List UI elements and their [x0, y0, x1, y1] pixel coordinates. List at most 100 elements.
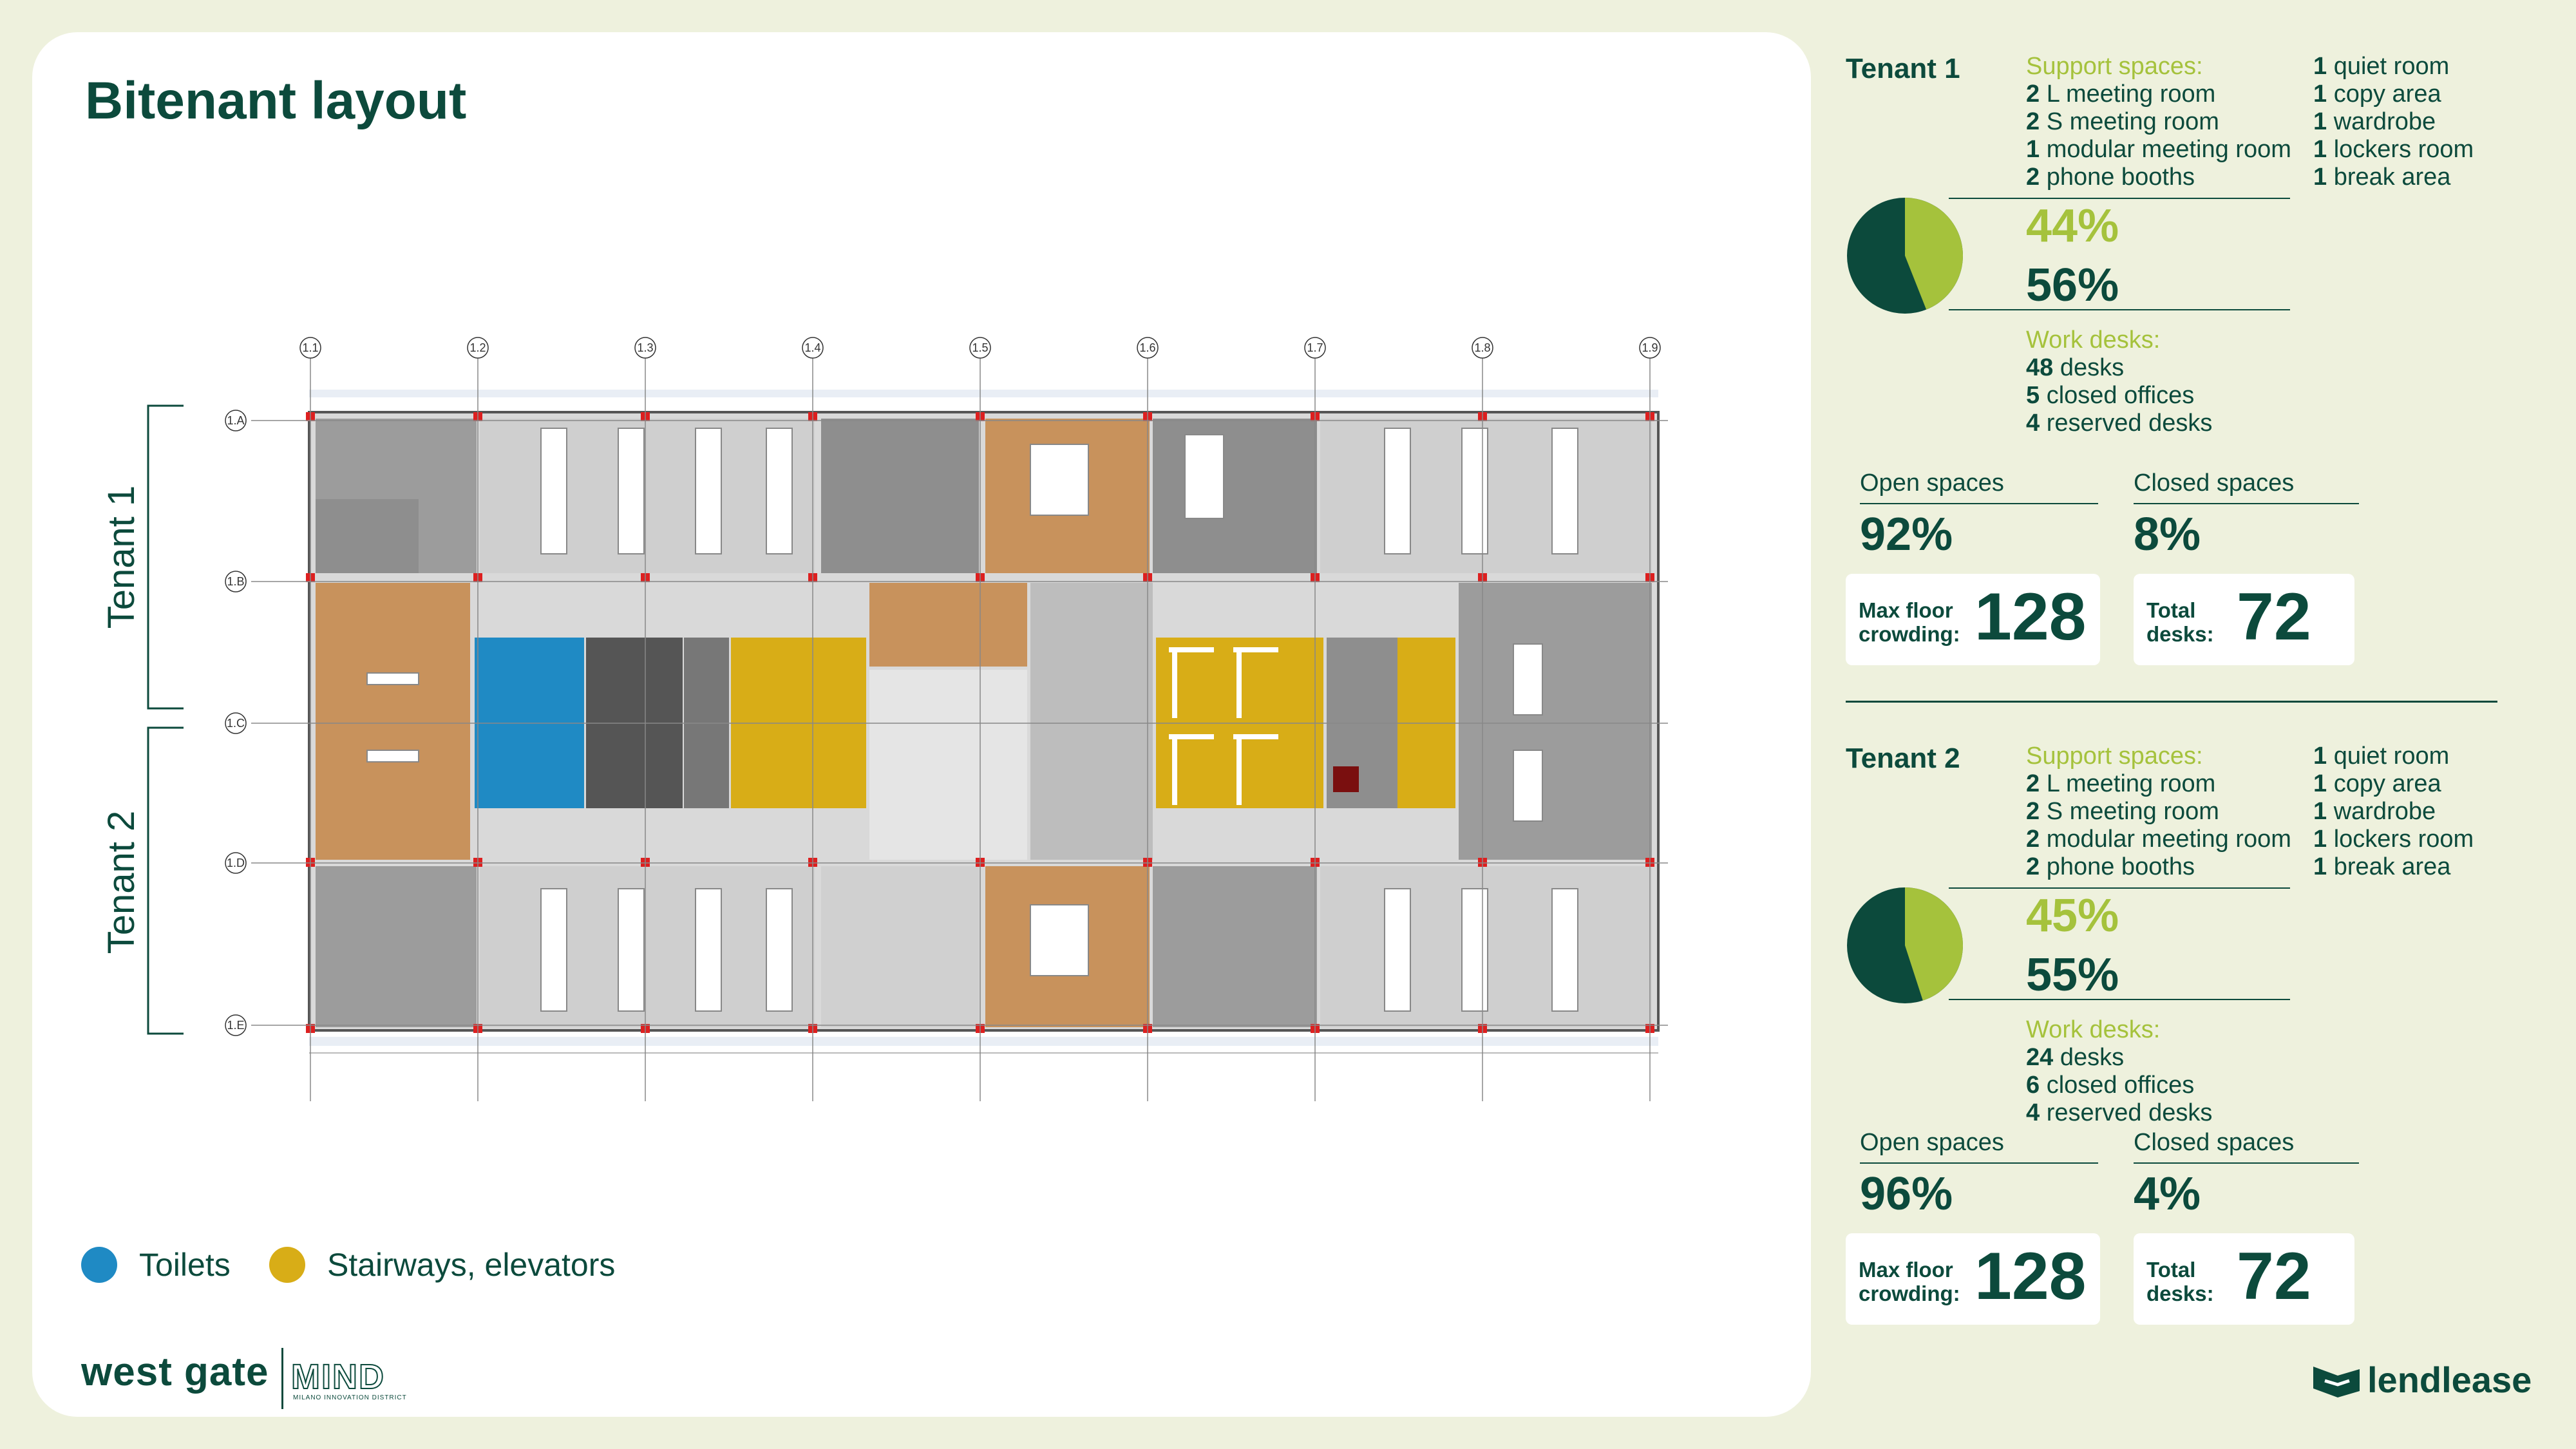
- total-desks-label-line: desks:: [2146, 1282, 2214, 1305]
- open-spaces-label: Open spaces: [1860, 469, 2004, 497]
- other-item-label: break area: [2333, 164, 2451, 191]
- work-item-label: closed offices: [2046, 382, 2195, 409]
- divider-line: [1860, 503, 2098, 504]
- work-item-label: desks: [2060, 354, 2125, 381]
- other-item-label: wardrobe: [2333, 798, 2436, 825]
- pie-slice-support: [1905, 887, 1963, 1001]
- divider-line: [1949, 309, 2290, 310]
- mind-logo-subtitle: MILANO INNOVATION DISTRICT: [293, 1394, 407, 1401]
- work-item-label: reserved desks: [2046, 1099, 2213, 1126]
- work-item: 4 reserved desks: [2026, 1099, 2212, 1127]
- grid-col-label: 1.8: [1474, 341, 1490, 354]
- grid-row-label: 1.C: [227, 717, 245, 730]
- support-item: 2 phone booths: [2026, 853, 2291, 881]
- other-item-count: 1: [2313, 770, 2327, 797]
- other-item-label: lockers room: [2333, 826, 2474, 853]
- support-item-count: 2: [2026, 798, 2040, 825]
- total-desks-label-line: desks:: [2146, 622, 2214, 646]
- other-item: 1 copy area: [2313, 770, 2474, 798]
- grid-col-label: 1.7: [1307, 341, 1323, 354]
- other-item-label: copy area: [2333, 770, 2441, 797]
- grid-col-label: 1.1: [302, 341, 318, 354]
- tenant-name: Tenant 2: [1846, 743, 1960, 774]
- tenant2-plan-label: Tenant 2: [100, 811, 142, 954]
- legend-stairs-label: Stairways, elevators: [327, 1247, 616, 1283]
- work-item: 4 reserved desks: [2026, 410, 2212, 437]
- open-spaces-label: Open spaces: [1860, 1129, 2004, 1156]
- other-item: 1 lockers room: [2313, 136, 2474, 164]
- work-item-count: 4: [2026, 410, 2040, 437]
- closed-spaces-label: Closed spaces: [2134, 469, 2295, 497]
- support-item: 2 L meeting room: [2026, 80, 2291, 108]
- support-spaces-label: Support spaces:: [2026, 743, 2203, 770]
- divider-line: [2134, 503, 2359, 504]
- divider-line: [1949, 887, 2290, 889]
- other-item-label: lockers room: [2333, 136, 2474, 163]
- support-item: 2 phone booths: [2026, 164, 2291, 191]
- other-item-count: 1: [2313, 108, 2327, 135]
- grid-col-label: 1.3: [637, 341, 653, 354]
- divider-line: [1949, 198, 2290, 199]
- tenant-separator: [1846, 701, 2497, 703]
- support-item-count: 2: [2026, 770, 2040, 797]
- work-item-label: reserved desks: [2046, 410, 2213, 437]
- other-item-count: 1: [2313, 80, 2327, 108]
- lendlease-wordmark: lendlease: [2367, 1359, 2532, 1400]
- floor-plan: Tenant 1 Tenant 2: [100, 337, 1668, 1101]
- open-spaces-value: 92%: [1860, 509, 1953, 560]
- max-crowding-label-line: crowding:: [1859, 622, 1960, 646]
- other-item: 1 wardrobe: [2313, 798, 2474, 826]
- work-desks-label: Work desks:: [2026, 1016, 2161, 1043]
- work-item: 24 desks: [2026, 1044, 2212, 1072]
- other-item: 1 break area: [2313, 853, 2474, 881]
- page-title: Bitenant layout: [85, 71, 467, 130]
- tenant-name: Tenant 1: [1846, 53, 1960, 84]
- support-item: 2 modular meeting room: [2026, 826, 2291, 853]
- other-item: 1 wardrobe: [2313, 108, 2474, 136]
- support-item-count: 2: [2026, 108, 2040, 135]
- work-item-count: 6: [2026, 1072, 2040, 1099]
- other-item-count: 1: [2313, 853, 2327, 880]
- support-item-label: L meeting room: [2046, 770, 2216, 797]
- support-item-label: modular meeting room: [2046, 136, 2291, 163]
- support-spaces-label: Support spaces:: [2026, 53, 2203, 80]
- work-item-count: 4: [2026, 1099, 2040, 1126]
- other-item-count: 1: [2313, 136, 2327, 163]
- other-item-count: 1: [2313, 53, 2327, 80]
- work-percent: 56%: [2026, 260, 2119, 311]
- closed-spaces-value: 8%: [2134, 509, 2201, 560]
- other-item-label: quiet room: [2333, 743, 2450, 770]
- support-item-count: 2: [2026, 826, 2040, 853]
- support-item-count: 2: [2026, 80, 2040, 108]
- grid-col-label: 1.4: [804, 341, 820, 354]
- legend-stairs: Stairways, elevators: [269, 1246, 615, 1283]
- support-item-count: 2: [2026, 164, 2040, 191]
- west-gate-logo: west gate: [81, 1350, 269, 1394]
- other-item-label: break area: [2333, 853, 2451, 880]
- grid-row-label: 1.A: [227, 414, 244, 427]
- grid-col-label: 1.9: [1642, 341, 1658, 354]
- max-crowding-value: 128: [1975, 1239, 2087, 1314]
- closed-spaces-label: Closed spaces: [2134, 1129, 2295, 1156]
- max-crowding-label-line: Max floor: [1859, 598, 1953, 622]
- other-item: 1 lockers room: [2313, 826, 2474, 853]
- total-desks-value: 72: [2237, 1239, 2311, 1314]
- logo-divider: [281, 1348, 283, 1409]
- support-percent: 45%: [2026, 890, 2119, 942]
- grid-col-label: 1.2: [469, 341, 486, 354]
- support-item: 2 L meeting room: [2026, 770, 2291, 798]
- other-item: 1 quiet room: [2313, 53, 2474, 80]
- divider-line: [2134, 1162, 2359, 1164]
- pie-slice-support: [1905, 198, 1963, 310]
- tenant1-plan-label: Tenant 1: [100, 486, 142, 629]
